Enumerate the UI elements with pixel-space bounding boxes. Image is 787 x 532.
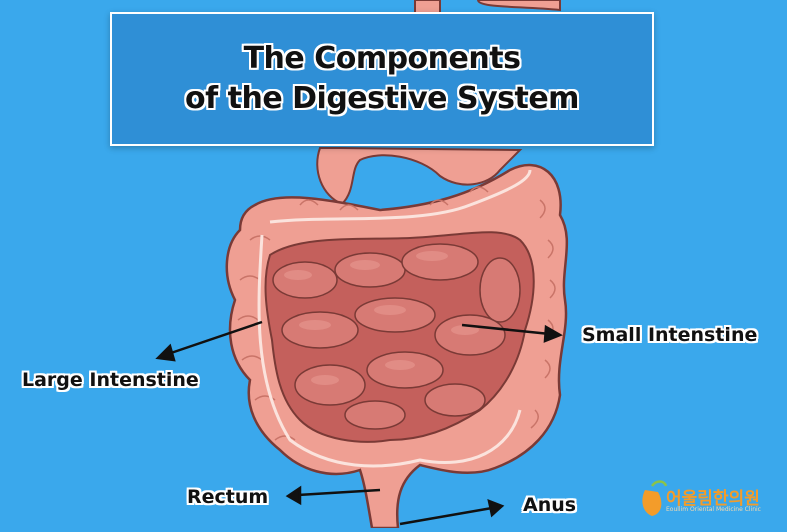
- arrow-small-intestine: [461, 323, 563, 343]
- label-rectum: Rectum: [187, 486, 269, 508]
- label-large-intestine: Large Intenstine: [22, 369, 199, 391]
- clinic-logo: 어울림한의원 Eoullim Oriental Medicine Clinic: [638, 482, 778, 522]
- arrow-anus: [399, 499, 505, 526]
- small-intestine-shape: [264, 231, 535, 443]
- title-line-1: The Components: [243, 41, 521, 76]
- clinic-logo-subtitle: Eoullim Oriental Medicine Clinic: [666, 506, 761, 513]
- title-banner: The Components of the Digestive System: [110, 12, 654, 146]
- label-anus: Anus: [523, 494, 577, 516]
- arrow-rectum: [285, 485, 381, 506]
- clinic-logo-icon: [642, 480, 668, 516]
- title-line-2: of the Digestive System: [185, 81, 579, 116]
- clinic-logo-name: 어울림한의원: [666, 489, 760, 509]
- pointer-arrows: [155, 320, 563, 526]
- arrow-large-intestine: [155, 320, 263, 362]
- label-small-intestine: Small Intenstine: [582, 324, 758, 346]
